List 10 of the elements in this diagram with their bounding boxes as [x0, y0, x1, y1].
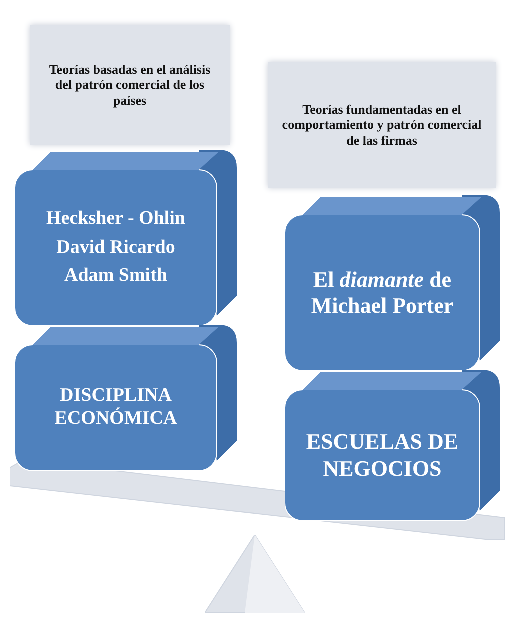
- text-box: [30, 25, 230, 145]
- block-text: El diamante de Michael Porter: [310, 266, 455, 320]
- block-text: David Ricardo: [56, 236, 176, 260]
- text-box: [268, 62, 496, 188]
- note-text: Teorías fundamentadas en el comportamiento y patrón comercial de las firmas: [282, 102, 482, 148]
- block-text: ESCUELAS DE NEGOCIOS: [305, 429, 460, 482]
- note-text: Teorías basadas en el análisis del patrón comercial de los países: [48, 62, 212, 108]
- block-text: Hecksher - Ohlin: [46, 208, 186, 231]
- block-text: Adam Smith: [64, 265, 168, 288]
- block-text: DISCIPLINA ECONÓMICA: [54, 385, 178, 431]
